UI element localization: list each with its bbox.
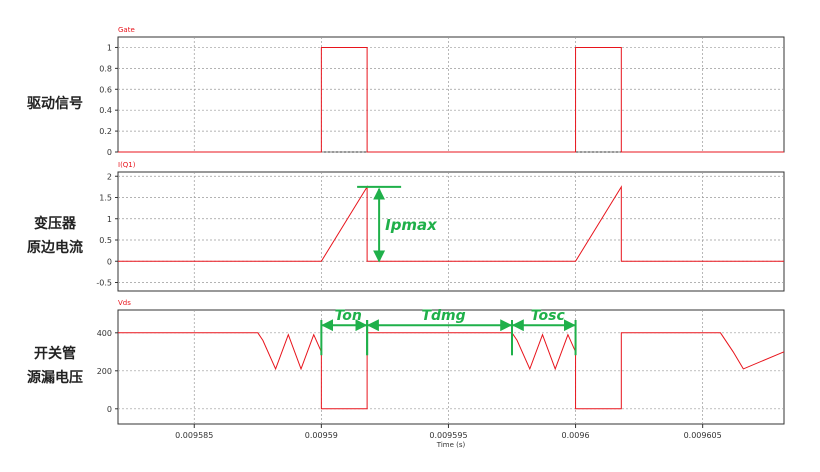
panel-frame [117,171,785,292]
y-tick-label: 0.2 [99,127,112,136]
label-drain-source-voltage: 开关管 源漏电压 [0,342,110,390]
y-tick-label: 2 [107,172,112,181]
y-tick-label: 0.4 [99,106,112,115]
y-tick-label: 0 [107,148,112,157]
annotation-label: Ipmax [385,216,438,234]
annotation-label: Ton [335,308,362,324]
label-line: 变压器 [34,216,76,232]
label-line: 源漏电压 [27,370,83,386]
y-tick-label: 0 [107,257,112,266]
x-tick-label: 0.0096 [562,431,590,440]
x-tick-label: 0.009595 [429,431,467,440]
label-primary-current: 变压器 原边电流 [0,212,110,260]
series-name: Gate [118,26,135,34]
label-line: 开关管 [34,346,76,362]
y-tick-label: 0.6 [99,85,112,94]
label-line: 驱动信号 [27,96,83,112]
panel-frame [117,309,785,425]
y-tick-label: 400 [97,329,112,338]
y-tick-label: 0 [107,405,112,414]
trace-line [118,332,785,410]
annotation-label: Tosc [531,308,566,324]
y-tick-label: -0.5 [96,279,112,288]
label-line: 原边电流 [27,240,83,256]
series-name: I(Q1) [118,161,136,169]
y-tick-label: 0.5 [99,236,112,245]
trace-line [118,185,784,262]
y-tick-label: 1 [107,43,112,52]
y-tick-label: 1 [107,215,112,224]
x-tick-label: 0.009605 [684,431,722,440]
trace-line [118,46,784,153]
annotation-label: Tdmg [421,308,465,324]
y-tick-label: 200 [97,367,112,376]
x-tick-label: 0.009585 [175,431,213,440]
label-gate-drive: 驱动信号 [0,92,110,116]
y-tick-label: 0.8 [99,64,112,73]
x-axis-label: Time (s) [436,441,466,449]
x-tick-label: 0.00959 [305,431,338,440]
y-tick-label: 1.5 [99,194,112,203]
series-name: Vds [118,299,131,307]
panel-frame [117,36,785,153]
